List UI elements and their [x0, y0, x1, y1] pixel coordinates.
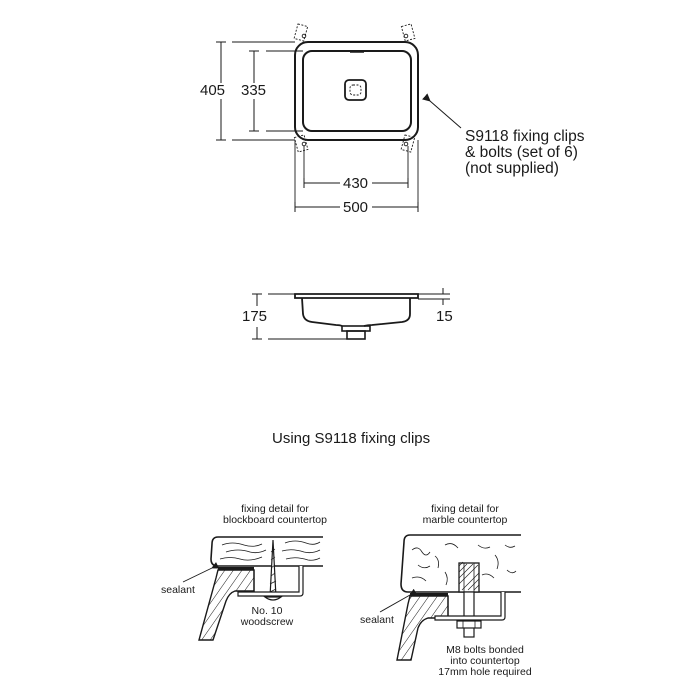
plan-view: [216, 23, 462, 212]
detail-title-line-1: fixing detail for: [241, 503, 309, 515]
callout-line-3: (not supplied): [465, 160, 559, 177]
overall-height-label: 175: [242, 308, 268, 325]
marble-detail-title: fixing detail for marble countertop: [410, 504, 520, 526]
fixing-line-3: 17mm hole required: [438, 666, 532, 678]
side-view: [252, 288, 450, 340]
callout-line-2: & bolts (set of 6): [465, 144, 578, 161]
marble-sealant-label: sealant: [360, 614, 394, 626]
callout-line-1: S9118 fixing clips: [465, 128, 585, 145]
m8-bolts-label: M8 bolts bonded into countertop 17mm hol…: [425, 645, 545, 678]
blockboard-detail-title: fixing detail for blockboard countertop: [215, 504, 335, 526]
woodscrew-label: No. 10 woodscrew: [232, 606, 302, 628]
blockboard-sealant-label: sealant: [161, 584, 195, 596]
marble-detail: [379, 534, 521, 661]
waste-outlet: [344, 79, 367, 101]
sink-outer-rim: [294, 41, 419, 141]
fixing-clip-icon: [293, 23, 416, 153]
bowl-width-label: 430: [343, 175, 369, 192]
sink-basin: [302, 50, 412, 132]
overall-depth-label: 405: [200, 82, 226, 99]
detail-title-line-1: fixing detail for: [431, 503, 499, 515]
bowl-depth-label: 335: [241, 82, 267, 99]
detail-title-line-2: marble countertop: [422, 514, 508, 526]
section-title: Using S9118 fixing clips: [272, 430, 431, 447]
fixing-line-1: M8 bolts bonded: [446, 644, 524, 656]
fixing-line-2: into countertop: [450, 655, 520, 667]
blockboard-detail: [182, 536, 323, 641]
fixing-line-1: No. 10: [251, 605, 283, 617]
fixing-line-2: woodscrew: [240, 616, 294, 628]
rim-thickness-label: 15: [436, 308, 453, 325]
detail-title-line-2: blockboard countertop: [223, 514, 327, 526]
fixing-clips-callout: S9118 fixing clips & bolts (set of 6) (n…: [465, 129, 584, 177]
overall-width-label: 500: [343, 199, 369, 216]
callout-arrow: [422, 93, 462, 129]
